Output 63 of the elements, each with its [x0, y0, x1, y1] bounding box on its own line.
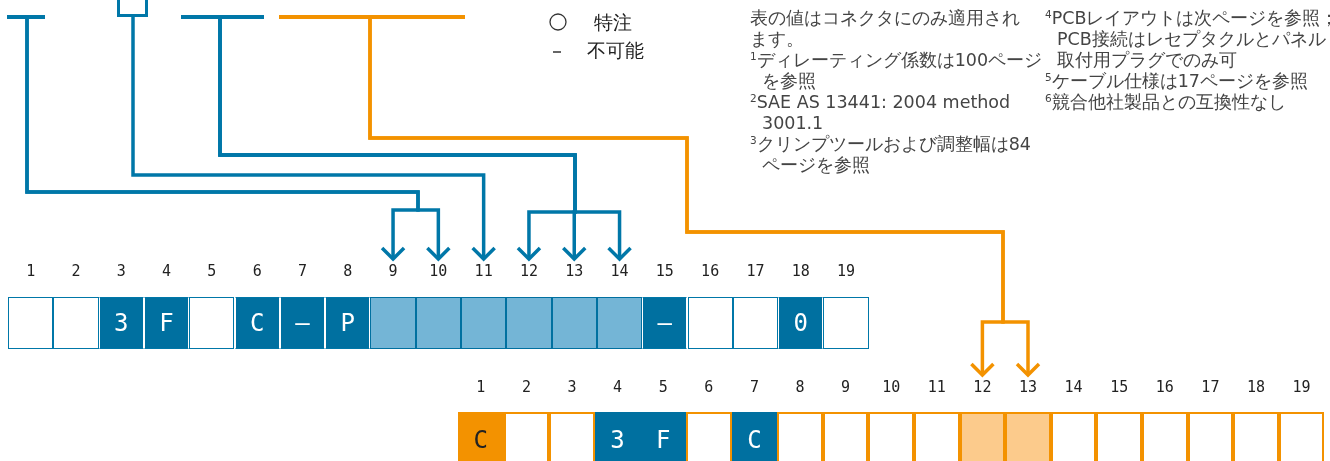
position-number: 13 — [1017, 378, 1038, 396]
position-number: 1 — [475, 378, 487, 396]
position-number: 18 — [790, 262, 811, 280]
position-number: 4 — [161, 262, 173, 280]
code-cell: F — [143, 297, 190, 349]
position-number: 4 — [612, 378, 624, 396]
position-number: 8 — [342, 262, 354, 280]
position-number: 3 — [566, 378, 578, 396]
bracket-box — [117, 0, 148, 17]
note-text: $^{1}$ディレーティング係数は100ページを参照 — [750, 50, 1044, 92]
position-number: 5 — [657, 378, 669, 396]
position-number: 19 — [836, 262, 857, 280]
position-number: 19 — [1291, 378, 1312, 396]
code-cell: 3 — [594, 412, 641, 461]
note-text: $^{6}$競合他社製品との互換性なし — [1045, 92, 1287, 113]
position-number: 13 — [564, 262, 585, 280]
position-number: 12 — [518, 262, 539, 280]
position-number: 16 — [700, 262, 721, 280]
code-cell: P — [325, 297, 371, 349]
position-number: 17 — [1200, 378, 1221, 396]
code-cell: F — [640, 412, 686, 461]
position-number: 3 — [115, 262, 127, 280]
position-number: 11 — [926, 378, 947, 396]
position-number: 17 — [745, 262, 766, 280]
bracket-bar — [181, 15, 264, 19]
position-number: 6 — [703, 378, 715, 396]
position-number: 2 — [520, 378, 532, 396]
legend-label: 特注 — [594, 10, 632, 34]
note-text: 表の値はコネクタにのみ適用されます。 — [750, 8, 1021, 50]
position-number: 11 — [473, 262, 494, 280]
position-number: 15 — [654, 262, 675, 280]
position-number: 7 — [296, 262, 308, 280]
code-cell: C — [731, 412, 778, 461]
position-number: 1 — [25, 262, 37, 280]
position-number: 7 — [748, 378, 760, 396]
position-number: 9 — [840, 378, 852, 396]
position-number: 14 — [609, 262, 630, 280]
position-number: 12 — [972, 378, 993, 396]
position-number: 18 — [1245, 378, 1266, 396]
position-number: 2 — [70, 262, 82, 280]
note-text: $^{4}$PCBレイアウトは次ページを参照；PCB接続はレセプタクルとパネル取付用プラグでのみ可 — [1045, 8, 1330, 71]
connector-arrow — [131, 17, 497, 261]
note-text: $^{5}$ケーブル仕様は17ページを参照 — [1045, 71, 1309, 92]
code-cell: C — [458, 412, 504, 461]
legend-label: 不可能 — [587, 38, 644, 62]
position-number: 16 — [1154, 378, 1175, 396]
position-number: 8 — [794, 378, 806, 396]
note-text: $^{2}$SAE AS 13441: 2004 method 3001.1 — [750, 92, 1012, 134]
position-number: 6 — [251, 262, 263, 280]
code-cell: 3 — [98, 297, 144, 349]
position-number: 9 — [387, 262, 399, 280]
code-cell: – — [279, 297, 326, 349]
code-cell: C — [234, 297, 280, 349]
code-cell: – — [642, 297, 688, 349]
bracket-bar — [7, 15, 45, 19]
position-number: 10 — [881, 378, 902, 396]
position-number: 10 — [428, 262, 449, 280]
position-number: 5 — [206, 262, 218, 280]
code-cell: 0 — [778, 297, 824, 349]
note-text: $^{3}$クリンプツールおよび調整幅は84ページを参照 — [750, 134, 1032, 176]
bracket-bar — [279, 15, 465, 19]
position-number: 15 — [1109, 378, 1130, 396]
position-number: 14 — [1063, 378, 1084, 396]
